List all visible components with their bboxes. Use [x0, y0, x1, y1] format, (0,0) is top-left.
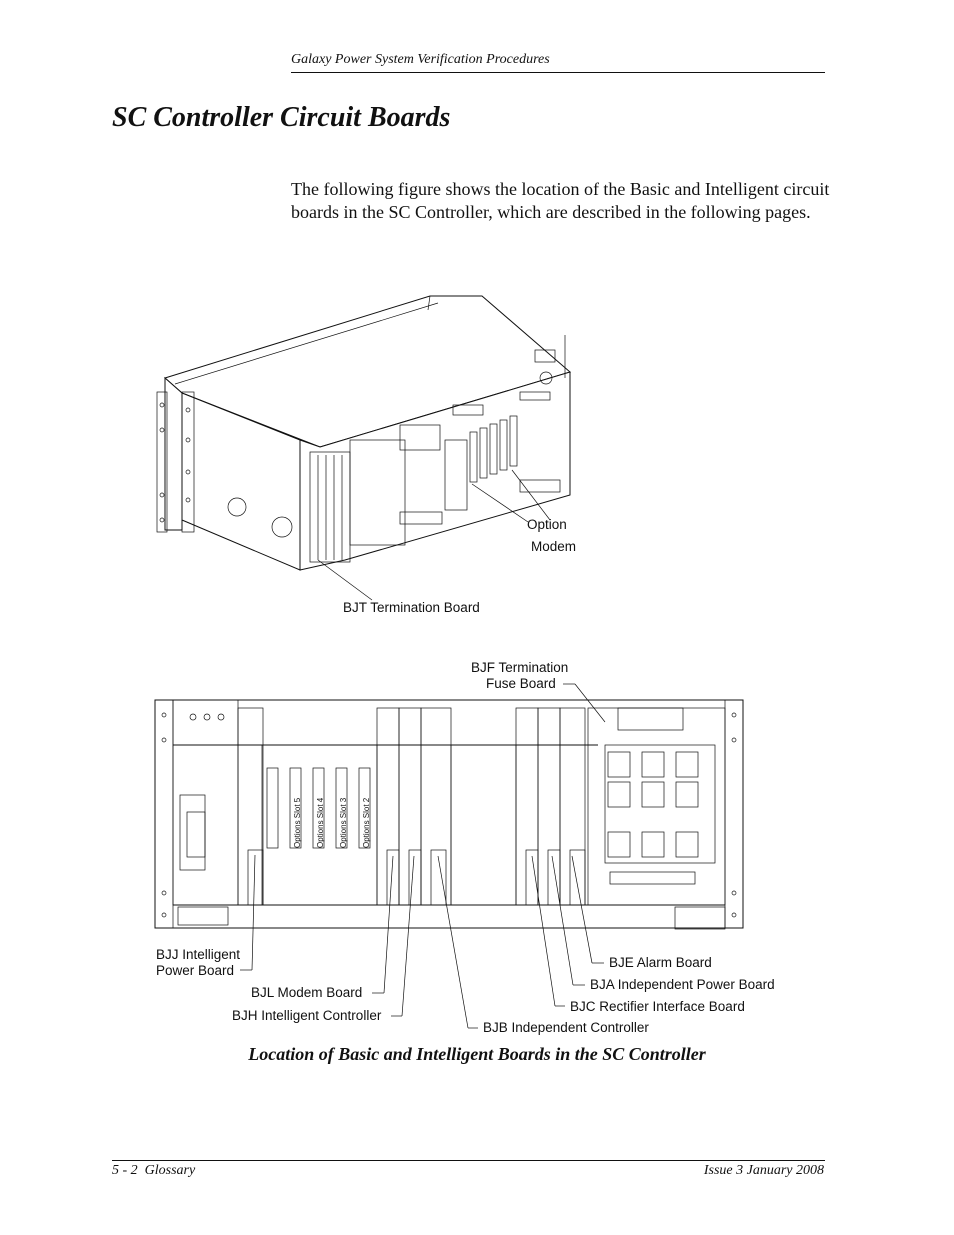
- page-title: SC Controller Circuit Boards: [112, 102, 451, 133]
- slot-label-2: Options Slot 2: [362, 797, 371, 848]
- label-bjl-modem: BJL Modem Board: [251, 985, 363, 1000]
- header-rule: [291, 72, 825, 73]
- label-bjj-line1: BJJ Intelligent: [156, 947, 241, 962]
- footer-rule: [112, 1160, 825, 1161]
- label-bjt-termination: BJT Termination Board: [343, 600, 480, 615]
- footer-issue-date: Issue 3 January 2008: [703, 1163, 824, 1178]
- intro-paragraph: The following figure shows the location …: [291, 179, 830, 222]
- footer-page-number: 5 - 2 Glossary: [112, 1163, 196, 1178]
- label-bjf-line1: BJF Termination: [471, 660, 569, 675]
- slot-label-4: Options Slot 4: [316, 797, 325, 848]
- slot-label-5: Options Slot 5: [293, 797, 302, 848]
- label-bjj-line2: Power Board: [156, 963, 235, 978]
- label-option: Option: [527, 517, 567, 532]
- running-header: Galaxy Power System Verification Procedu…: [291, 52, 550, 67]
- label-bjf-line2: Fuse Board: [486, 676, 556, 691]
- controller-front-drawing: Options Slot 5 Options Slot 4 Options Sl…: [154, 683, 744, 1029]
- figure-caption: Location of Basic and Intelligent Boards…: [248, 1044, 706, 1064]
- slot-label-3: Options Slot 3: [339, 797, 348, 848]
- label-bjb-controller: BJB Independent Controller: [483, 1020, 649, 1035]
- label-bja-power: BJA Independent Power Board: [590, 977, 775, 992]
- label-bje-alarm: BJE Alarm Board: [609, 955, 712, 970]
- label-modem: Modem: [531, 539, 577, 554]
- controller-isometric-drawing: [156, 295, 572, 601]
- label-bjc-rectifier: BJC Rectifier Interface Board: [570, 999, 745, 1014]
- label-bjh-controller: BJH Intelligent Controller: [232, 1008, 382, 1023]
